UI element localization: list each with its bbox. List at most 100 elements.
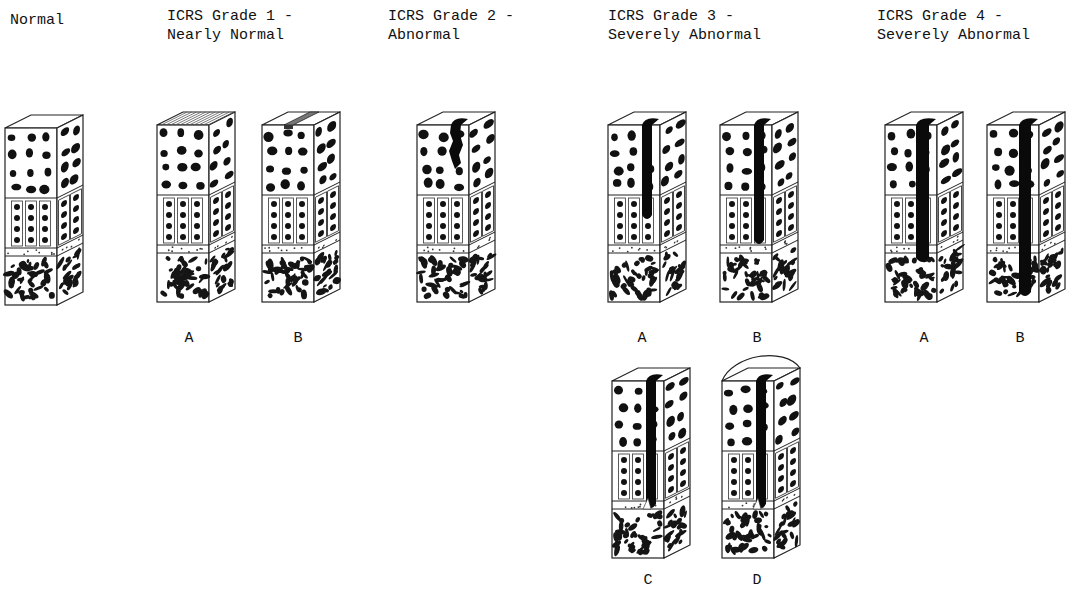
chondrocyte (213, 218, 219, 227)
side-face (1039, 112, 1065, 302)
cell-column (615, 198, 626, 243)
chondrocyte (664, 196, 670, 205)
bone-trabecula (673, 280, 681, 291)
chondrocyte (633, 423, 642, 430)
chondrocyte (631, 212, 637, 218)
fibrillation (208, 112, 234, 125)
chondrocyte (665, 398, 674, 410)
chondrocyte (1055, 223, 1061, 232)
calcified-dot (71, 245, 73, 248)
bone-trabecula (217, 283, 226, 292)
chondrocyte (729, 223, 735, 229)
zone-line (1039, 232, 1065, 245)
calcified-dot (318, 246, 320, 249)
side-layers (772, 372, 801, 559)
chondrocyte (680, 468, 686, 477)
chondrocyte (418, 130, 428, 140)
chondrocyte (635, 490, 641, 496)
chondrocyte (1041, 156, 1050, 171)
zone-line (937, 232, 963, 245)
bone-trabecula (1007, 291, 1017, 297)
chondrocyte (271, 212, 277, 218)
chondrocyte (225, 212, 231, 221)
chondrocyte (745, 457, 751, 463)
chondrocyte (162, 164, 169, 171)
calcified-dot (1002, 250, 1004, 252)
bone-trabecula (614, 267, 618, 275)
zone-line (417, 245, 469, 246)
bone-trabecula (767, 533, 773, 538)
chondrocyte (1044, 178, 1050, 188)
chondrocyte (1043, 207, 1049, 216)
bone-trabecula (476, 254, 480, 265)
chondrocyte (267, 146, 277, 155)
bone-trabecula (636, 545, 646, 554)
chondrocyte (731, 457, 737, 463)
bone-trabecula (773, 254, 782, 262)
chondrocyte (662, 144, 670, 156)
bone-trabecula (723, 273, 727, 281)
bone-trabecula (483, 260, 490, 268)
chondrocyte (223, 139, 229, 150)
bone-trabecula (76, 262, 80, 268)
calcified-dot (35, 249, 37, 251)
chondrocyte (318, 196, 324, 205)
bone-trabecula (922, 288, 933, 301)
calcified-dot (896, 250, 898, 252)
cell-column (994, 198, 1005, 243)
bone-trabecula (787, 256, 798, 266)
chondrocyte (621, 490, 627, 496)
chondrocyte (680, 479, 686, 488)
bone-trabecula (729, 525, 735, 533)
calcified-dot (749, 248, 751, 250)
bone-trabecula (736, 291, 746, 301)
cartilage-block (611, 368, 690, 558)
chondrocyte (664, 229, 670, 238)
calcified-dot (196, 249, 198, 251)
zone-line (469, 232, 495, 245)
superficial-lesion (284, 112, 319, 125)
chondrocyte (194, 234, 200, 240)
calcified-dot (1050, 241, 1052, 244)
cell-column (788, 442, 799, 493)
bone-trabecula (890, 285, 898, 290)
cell-column (939, 192, 950, 243)
chondrocyte (1053, 136, 1061, 147)
bone-trabecula (927, 293, 932, 300)
chondrocyte (776, 218, 782, 227)
bone-trabecula (323, 257, 326, 264)
chondrocyte (790, 446, 796, 455)
bone-trabecula (773, 275, 778, 280)
bone-trabecula (756, 522, 762, 534)
chondrocyte (788, 190, 794, 199)
cell-column (452, 198, 463, 243)
chondrocyte (953, 223, 959, 232)
chondrocyte (731, 468, 737, 474)
bone-trabecula (295, 285, 300, 293)
chondrocyte (627, 163, 634, 171)
bone-trabecula (915, 267, 928, 276)
chondrocyte (635, 468, 641, 474)
calcified-dot (488, 239, 490, 242)
bone-trabecula (684, 510, 688, 518)
calcified-dot (78, 238, 80, 241)
chondrocyte (722, 132, 731, 141)
calcified-dot (633, 507, 635, 509)
chondrocyte (283, 130, 292, 137)
chondrocyte (776, 207, 782, 216)
zone-line (885, 245, 937, 246)
chondrocyte (610, 150, 620, 157)
lesion (916, 125, 929, 262)
bone-trabecula (49, 292, 56, 299)
grade-heading: ICRS Grade 2 - Abnormal (388, 8, 546, 46)
bone-trabecula (794, 534, 798, 548)
zone-line (612, 501, 664, 502)
bone-trabecula (195, 266, 201, 272)
grade-heading: Normal (10, 12, 168, 31)
chondrocyte (729, 201, 735, 207)
front-layers (722, 385, 774, 555)
chondrocyte (191, 163, 201, 172)
bone-trabecula (669, 519, 677, 529)
chondrocyte (996, 234, 1002, 240)
chondrocyte (778, 177, 785, 188)
